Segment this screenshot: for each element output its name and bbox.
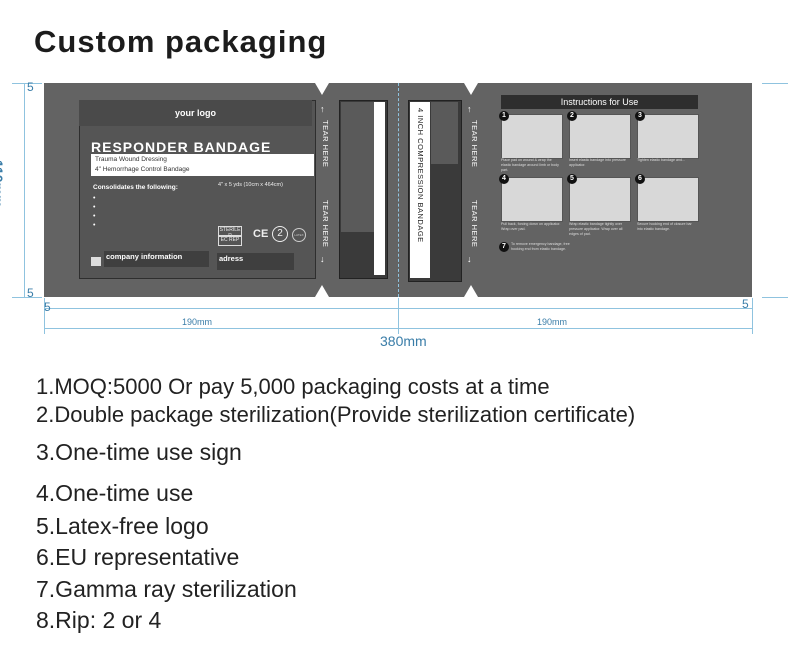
address-box: adress [217,253,294,270]
step-3-image [637,114,699,159]
bleed-label-bottom: 5 [27,286,34,300]
bleed-label-right: 5 [742,297,749,311]
feature-item-5: 5.Latex-free logo [36,513,209,539]
step-5-image [569,177,631,222]
single-use-icon: 2 [272,226,288,242]
feature-item-7: 7.Gamma ray sterilization [36,576,297,602]
feature-item-3: 3.One-time use sign [36,439,242,465]
step-5-number: 5 [567,174,577,184]
step-6-image [637,177,699,222]
feature-item-8: 8.Rip: 2 or 4 [36,607,162,633]
middle-strip-inner [341,102,374,232]
step-7-caption: To remove emergency bandage, free hookin… [511,242,570,251]
step-1-image [501,114,563,159]
tear-arrow-up-icon: ↑ [320,104,325,114]
total-width-label: 380mm [380,333,427,349]
tear-notch-top-2 [464,83,478,95]
bleed-label-left: 5 [44,300,51,314]
tear-arrow-down-icon-2: ↓ [467,254,472,264]
spine-grey-strip [431,102,458,164]
middle-strip-white [374,102,385,275]
instructions-title: Instructions for Use [501,95,698,109]
subtitle-line-2: 4" Hemorrhage Control Bandage [95,166,190,173]
tear-label-2: TEAR HERE [321,200,330,248]
ce-mark: CE [253,228,269,240]
consolidates-label: Consolidates the following: [93,184,178,191]
tear-label-1: TEAR HERE [321,120,330,168]
tear-label-3: TEAR HERE [470,120,479,168]
latex-free-icon: LATEX [292,228,306,242]
logo-placeholder: your logo [79,100,312,126]
step-4-image [501,177,563,222]
step-6-caption: Secure hooking end of closure bar into e… [637,222,692,231]
feature-item-1: 1.MOQ:5000 Or pay 5,000 packaging costs … [36,374,550,399]
bullet-list: •••• [93,195,96,229]
step-7-number: 7 [499,242,509,252]
step-5-caption: Wrap elastic bandage tightly over pressu… [569,222,623,236]
feature-item-2: 2.Double package sterilization(Provide s… [36,402,636,427]
step-2-caption: Insert elastic bandage into pressure app… [569,158,626,167]
manufacturer-icon [91,257,101,266]
spine-white-strip [410,102,430,278]
step-6-number: 6 [635,174,645,184]
bleed-label-top: 5 [27,80,34,94]
step-3-caption: Tighten elastic bandage and... [637,158,686,162]
step-1-number: 1 [499,111,509,121]
step-4-number: 4 [499,174,509,184]
left-width-label: 190mm [182,317,213,327]
height-label: 110mm [0,160,6,208]
tear-notch-bottom-1 [315,285,329,297]
size-text: 4" x 5 yds (10cm x 464cm) [218,182,283,188]
product-title: RESPONDER BANDAGE [91,140,314,155]
page-title: Custom packaging [34,24,328,59]
tear-arrow-down-icon: ↓ [320,254,325,264]
subtitle-line-1: Trauma Wound Dressing [95,156,167,163]
right-width-label: 190mm [537,317,568,327]
ec-rep-symbol: EC REP [218,236,242,246]
step-2-image [569,114,631,159]
company-info: company information [104,251,209,267]
step-4-caption: Pull back, forcing down on applicator. W… [501,222,561,231]
feature-item-4: 4.One-time use [36,480,194,506]
product-subtitle-box: Trauma Wound Dressing 4" Hemorrhage Cont… [91,155,314,176]
tear-arrow-up-icon-2: ↑ [467,104,472,114]
center-fold-line [398,83,399,297]
feature-item-6: 6.EU representative [36,544,240,570]
tear-notch-top-1 [315,83,329,95]
tear-label-4: TEAR HERE [470,200,479,248]
spine-text: 4 INCH COMPRESSION BANDAGE [416,108,425,243]
step-1-caption: Place pad on wound & wrap the elastic ba… [501,158,559,172]
tear-notch-bottom-2 [464,285,478,297]
step-2-number: 2 [567,111,577,121]
step-3-number: 3 [635,111,645,121]
sterile-symbol: STERILE R [218,226,242,239]
